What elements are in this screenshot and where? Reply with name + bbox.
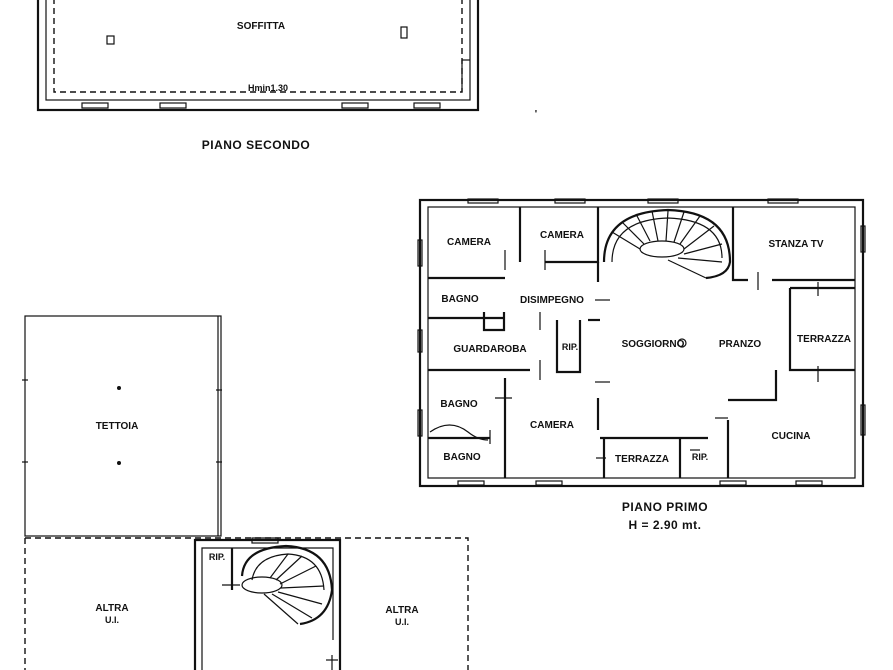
window <box>767 198 799 204</box>
window <box>795 480 823 486</box>
first-floor-plan: CAMERA CAMERA STANZA TV BAGNO DISIMPEGNO… <box>417 198 866 532</box>
room-label-soffitta: SOFFITTA <box>237 21 285 32</box>
tick-mark: ' <box>535 109 537 120</box>
window <box>860 225 866 253</box>
attic-window <box>81 102 109 109</box>
pillar <box>117 386 121 390</box>
room-label-rip-ground: RIP. <box>209 552 225 562</box>
room-label-soggiorno: SOGGIORNO <box>622 339 685 350</box>
room-label-camera-3: CAMERA <box>530 420 574 431</box>
window <box>467 198 499 204</box>
height-note: Hmin1.30 <box>248 83 288 93</box>
bathtub <box>429 424 489 441</box>
room-label-rip-1: RIP. <box>562 342 578 352</box>
caption-piano-secondo: PIANO SECONDO <box>202 138 311 152</box>
window <box>417 239 423 267</box>
tettoia-outline <box>24 315 222 537</box>
window <box>860 404 866 436</box>
wall-cucina-top <box>728 370 778 402</box>
room-label-cucina: CUCINA <box>772 431 811 442</box>
attic-window <box>159 102 187 109</box>
room-label-altra-right-ui: U.I. <box>395 617 409 627</box>
window <box>417 329 423 353</box>
room-label-guardaroba: GUARDAROBA <box>453 344 526 355</box>
wall-terrazza <box>788 288 855 372</box>
room-label-tettoia: TETTOIA <box>96 421 139 432</box>
room-label-rip-2: RIP. <box>692 452 708 462</box>
wall-rip1 <box>555 320 582 374</box>
column <box>677 338 687 348</box>
spiral-staircase <box>602 208 732 280</box>
boundary-dashed <box>25 537 469 670</box>
wall-stanza-tv <box>731 207 748 282</box>
ground-floor-plan: TETTOIA RIP. ALTRA U.I. ALTRA U.I. <box>22 315 469 670</box>
room-label-bagno-3: BAGNO <box>443 452 480 463</box>
spiral-staircase-ground <box>240 544 334 626</box>
attic-min-height-line <box>53 0 463 93</box>
window <box>251 537 279 544</box>
room-label-camera-2: CAMERA <box>540 230 584 241</box>
room-label-stanza-tv: STANZA TV <box>769 239 824 250</box>
attic-vent <box>400 26 408 39</box>
room-label-bagno-1: BAGNO <box>441 294 478 305</box>
room-label-pranzo: PRANZO <box>719 339 761 350</box>
second-floor-plan: SOFFITTA Hmin1.30 PIANO SECONDO ' <box>36 0 537 152</box>
unit-wall <box>193 538 342 670</box>
window <box>554 198 586 204</box>
caption-height: H = 2.90 mt. <box>628 518 701 532</box>
window <box>647 198 679 204</box>
window <box>417 409 423 437</box>
attic-outer-wall <box>36 0 480 112</box>
first-floor-inner-wall <box>427 206 856 479</box>
window <box>719 480 747 486</box>
room-label-disimpegno: DISIMPEGNO <box>520 295 584 306</box>
room-label-altra-left-ui: U.I. <box>105 615 119 625</box>
attic-chimney <box>106 35 115 45</box>
wall-niche <box>482 312 506 332</box>
window <box>457 480 485 486</box>
attic-window <box>341 102 369 109</box>
window <box>535 480 563 486</box>
caption-piano-primo: PIANO PRIMO <box>622 500 708 514</box>
room-label-terrazza-2: TERRAZZA <box>615 454 669 465</box>
room-label-terrazza-1: TERRAZZA <box>797 334 851 345</box>
attic-inner-wall <box>45 0 471 101</box>
room-label-altra-right: ALTRA <box>385 605 418 616</box>
room-label-camera-1: CAMERA <box>447 237 491 248</box>
attic-window <box>413 102 441 109</box>
pillar <box>117 461 121 465</box>
first-floor-outer-wall <box>418 198 865 488</box>
room-label-altra-left: ALTRA <box>95 603 128 614</box>
room-label-bagno-2: BAGNO <box>440 399 477 410</box>
unit-inner-wall <box>201 547 334 670</box>
